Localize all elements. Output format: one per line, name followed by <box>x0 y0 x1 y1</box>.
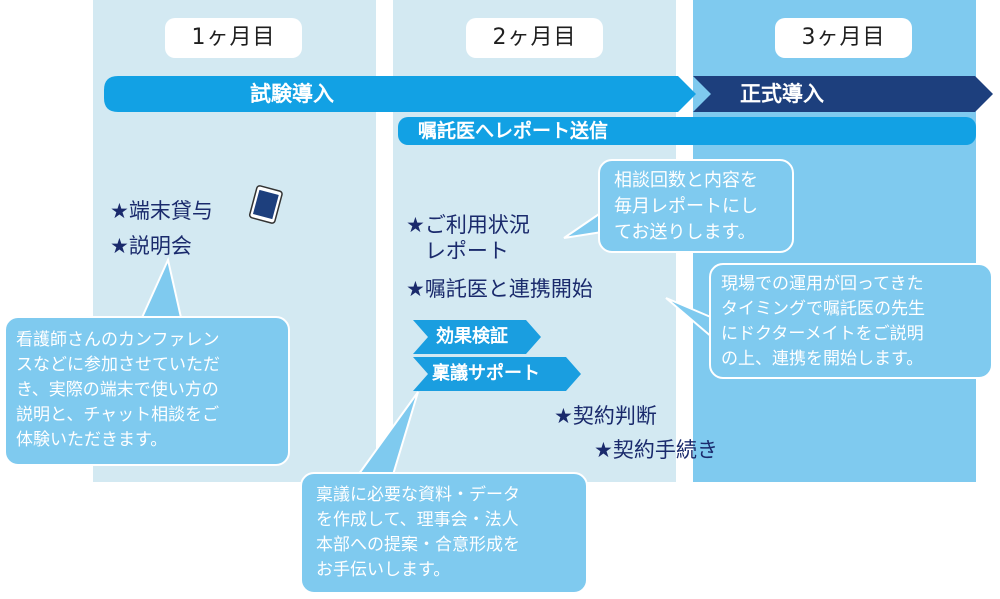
effect-chip-shape <box>413 320 541 354</box>
item-contract-decision: ★契約判断 <box>554 404 657 428</box>
item-usage-report: ★ご利用状況 レポート <box>406 213 530 263</box>
star-icon: ★ <box>406 277 425 301</box>
item-collaboration-start: ★嘱託医と連携開始 <box>406 277 593 301</box>
star-icon: ★ <box>554 404 573 428</box>
report-label: 嘱託医へレポート送信 <box>418 120 609 142</box>
month1-label: 1ヶ月目 <box>165 18 302 58</box>
effect-verification-chip: 効果検証 <box>436 326 508 347</box>
trial-label: 試験導入 <box>250 82 334 106</box>
trial-arrow <box>104 76 696 112</box>
tablet-icon <box>248 185 283 224</box>
report-bubble-tail <box>563 210 603 239</box>
formal-arrow <box>693 76 993 112</box>
item-explanation-meeting: ★説明会 <box>110 234 192 258</box>
star-icon: ★ <box>110 234 129 258</box>
star-icon: ★ <box>110 199 129 223</box>
report-bar <box>398 117 976 145</box>
proposal-support-chip: 稟議サポート <box>432 363 540 384</box>
month3-label: 3ヶ月目 <box>775 18 912 58</box>
nurse-bubble-tail <box>138 256 184 323</box>
formal-label: 正式導入 <box>740 82 824 106</box>
star-icon: ★ <box>594 438 613 462</box>
doctor-bubble-tail <box>665 297 714 341</box>
proposal-bubble-tail <box>354 391 419 479</box>
item-terminal-lending: ★端末貸与 <box>110 199 213 223</box>
month2-label: 2ヶ月目 <box>466 18 603 58</box>
proposal-chip-shape <box>413 357 581 391</box>
doctor-collab-bubble: 現場での運用が回ってきた タイミングで嘱託医の先生 にドクターメイトをご説明 の… <box>709 263 993 379</box>
proposal-help-bubble: 稟議に必要な資料・データ を作成して、理事会・法人 本部への提案・合意形成を お… <box>300 472 588 594</box>
item-contract-procedure: ★契約手続き <box>594 438 718 462</box>
monthly-report-bubble: 相談回数と内容を 毎月レポートにし てお送りします。 <box>598 159 794 253</box>
star-icon: ★ <box>406 213 425 237</box>
nurse-trial-bubble: 看護師さんのカンファレン スなどに参加させていただ き、実際の端末で使い方の 説… <box>4 316 290 466</box>
